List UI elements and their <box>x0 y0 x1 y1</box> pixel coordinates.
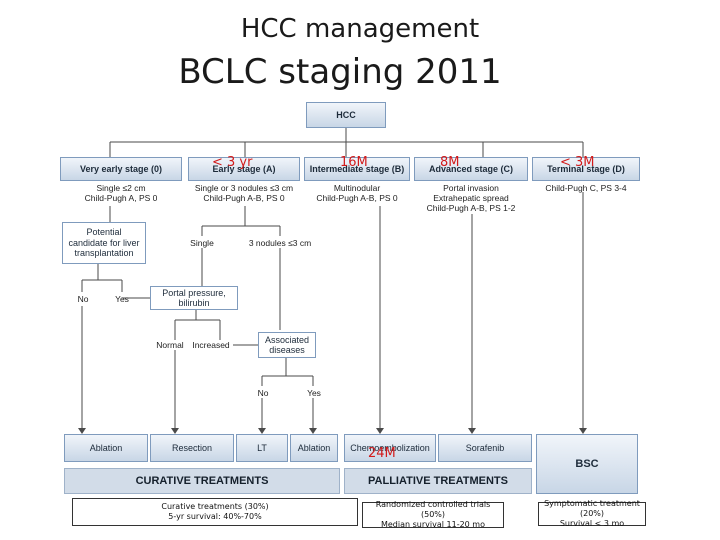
treatment-lt: LT <box>236 434 288 462</box>
associated-diseases-node: Associated diseases <box>258 332 316 358</box>
label-yes-associated: Yes <box>307 388 321 398</box>
label-single: Single <box>190 238 214 248</box>
annotation-terminal-survival: < 3M <box>560 155 595 170</box>
curative-survival-note: Curative treatments (30%) 5-yr survival:… <box>72 498 358 526</box>
hcc-root-node: HCC <box>306 102 386 128</box>
label-yes: Yes <box>115 294 129 304</box>
annotation-advanced-survival: 8M <box>440 155 460 170</box>
stage-intermediate: Intermediate stage (B) <box>304 157 410 181</box>
criteria-early: Single or 3 nodules ≤3 cm Child-Pugh A-B… <box>194 183 294 204</box>
criteria-advanced: Portal invasion Extrahepatic spread Chil… <box>426 183 516 214</box>
treatment-chemoembolization: Chemoembolization <box>344 434 436 462</box>
label-increased: Increased <box>192 340 230 350</box>
curative-treatments-band: CURATIVE TREATMENTS <box>64 468 340 494</box>
transplant-candidate-node: Potential candidate for liver transplant… <box>62 222 146 264</box>
label-no-associated: No <box>257 388 269 398</box>
stage-terminal: Terminal stage (D) <box>532 157 640 181</box>
stage-very-early: Very early stage (0) <box>60 157 182 181</box>
annotation-intermediate-survival: 16M <box>340 155 368 170</box>
stage-early: Early stage (A) <box>188 157 300 181</box>
annotation-chemo-survival: 24M <box>368 446 396 461</box>
symptomatic-survival-note: Symptomatic treatment (20%) Survival < 3… <box>538 499 646 528</box>
label-no: No <box>77 294 89 304</box>
treatment-bsc: BSC <box>536 434 638 494</box>
treatment-ablation-2: Ablation <box>290 434 338 462</box>
criteria-terminal: Child-Pugh C, PS 3-4 <box>545 183 627 193</box>
portal-pressure-node: Portal pressure, bilirubin <box>150 286 238 310</box>
annotation-early-survival: < 3 yr <box>212 155 253 170</box>
treatment-ablation: Ablation <box>64 434 148 462</box>
stage-advanced: Advanced stage (C) <box>414 157 528 181</box>
palliative-treatments-band: PALLIATIVE TREATMENTS <box>344 468 532 494</box>
slide-title: HCC management <box>240 14 480 44</box>
label-three-nodules: 3 nodules ≤3 cm <box>248 238 312 248</box>
slide-subtitle: BCLC staging 2011 <box>178 52 502 92</box>
criteria-very-early: Single ≤2 cm Child-Pugh A, PS 0 <box>84 183 158 204</box>
treatment-resection: Resection <box>150 434 234 462</box>
criteria-intermediate: Multinodular Child-Pugh A-B, PS 0 <box>316 183 398 204</box>
treatment-sorafenib: Sorafenib <box>438 434 532 462</box>
label-normal: Normal <box>156 340 184 350</box>
palliative-survival-note: Randomized controlled trials (50%) Media… <box>362 500 504 529</box>
